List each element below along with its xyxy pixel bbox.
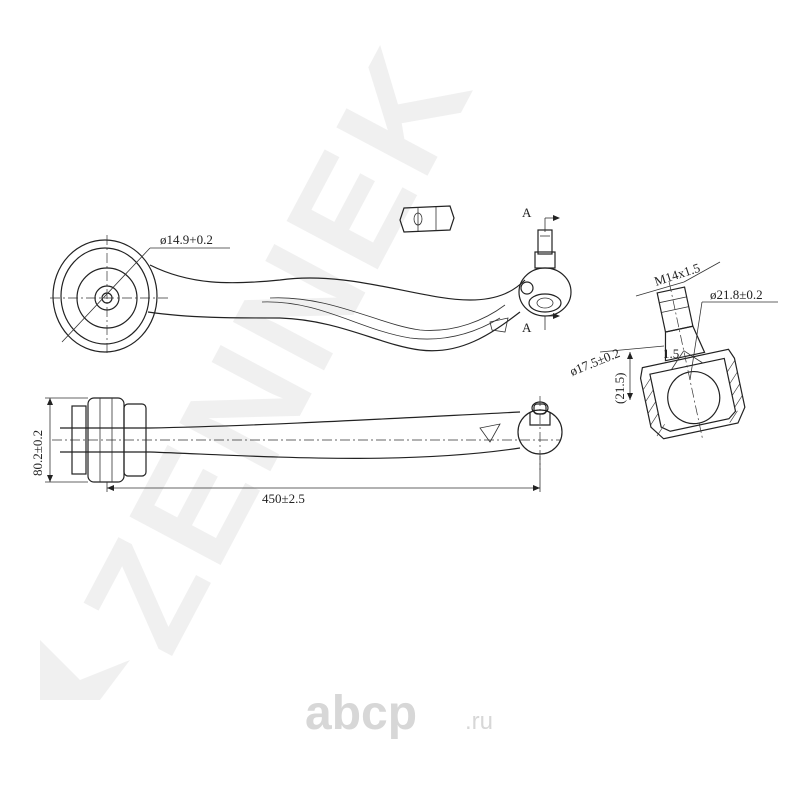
section-view: M14x1.5 ø21.8±0.2 ø17.5±0.2 1.5 (21.5) bbox=[568, 260, 778, 441]
nut-icon bbox=[399, 205, 455, 233]
taper-step-label: 1.5 bbox=[663, 346, 679, 361]
section-marker-top: A bbox=[522, 205, 532, 220]
site-logo-main: abcp bbox=[305, 687, 417, 740]
bore-diameter-label: ø14.9+0.2 bbox=[160, 232, 213, 247]
bushing-height-label: 80.2±0.2 bbox=[30, 430, 45, 476]
taper-length-label: (21.5) bbox=[612, 373, 627, 404]
arm-top-view: A A ø14.9+0.2 bbox=[50, 205, 572, 355]
thread-label: M14x1.5 bbox=[652, 260, 702, 289]
arm-side-view: 80.2±0.2 450±2.5 bbox=[30, 396, 563, 506]
watermark-chevron bbox=[40, 640, 130, 700]
section-marker-bottom: A bbox=[522, 320, 532, 335]
watermark-text: ZENNEK bbox=[50, 20, 505, 675]
arm-length-label: 450±2.5 bbox=[262, 491, 305, 506]
site-logo: abcp .ru bbox=[305, 687, 493, 740]
ball-diameter-label: ø21.8±0.2 bbox=[710, 287, 763, 302]
site-logo-suffix: .ru bbox=[465, 708, 493, 735]
watermark: ZENNEK bbox=[40, 20, 505, 700]
